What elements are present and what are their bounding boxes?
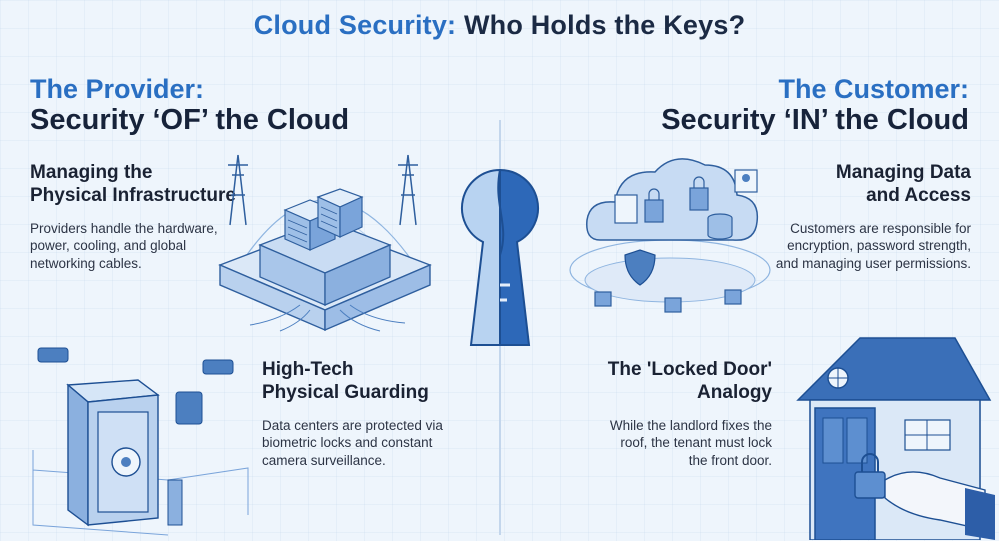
cloud-data-icon: [569, 158, 771, 313]
guarding-block: High-Tech Physical Guarding Data centers…: [262, 359, 472, 470]
infrastructure-heading: Managing the Physical Infrastructure: [30, 162, 236, 206]
locked-door-block: The 'Locked Door' Analogy While the land…: [572, 359, 772, 470]
provider-heading-label: The Provider:: [30, 74, 205, 104]
data-center-icon: [218, 154, 432, 332]
data-access-block: Managing Data and Access Customers are r…: [741, 162, 971, 273]
keyhole-icon: [460, 168, 540, 346]
locked-door-heading: The 'Locked Door' Analogy: [607, 359, 772, 403]
customer-heading-subtitle: Security ‘IN’ the Cloud: [661, 104, 969, 137]
provider-heading-subtitle: Security ‘OF’ the Cloud: [30, 104, 350, 137]
customer-heading: The Customer: Security ‘IN’ the Cloud: [661, 74, 969, 137]
locked-door-body: While the landlord fixes the roof, the t…: [609, 417, 772, 469]
guarding-heading: High-Tech Physical Guarding: [262, 359, 429, 403]
page-title: Cloud Security: Who Holds the Keys?: [253, 10, 746, 40]
infrastructure-block: Managing the Physical Infrastructure Pro…: [30, 162, 250, 273]
center-divider-bottom: [499, 345, 501, 535]
infrastructure-body: Providers handle the hardware, power, co…: [30, 220, 218, 272]
guarding-body: Data centers are protected via biometric…: [262, 417, 443, 469]
customer-heading-label: The Customer:: [778, 74, 969, 104]
center-divider-top: [499, 120, 501, 180]
data-access-body: Customers are responsible for encryption…: [775, 220, 971, 272]
provider-heading: The Provider: Security ‘OF’ the Cloud: [30, 74, 349, 137]
vault-icon: [32, 347, 249, 536]
house-icon: [796, 337, 995, 540]
data-access-heading: Managing Data and Access: [835, 162, 971, 206]
